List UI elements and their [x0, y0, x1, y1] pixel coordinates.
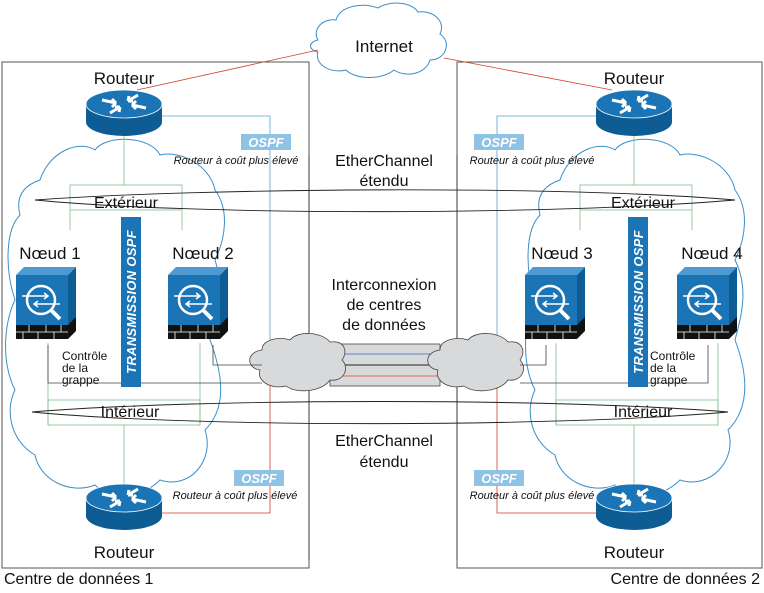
cluster-control-dc2-line1: Contrôle: [650, 349, 696, 363]
cluster-control-dc1-line1: Contrôle: [62, 349, 108, 363]
ospf-transmission-bar-dc2: [628, 217, 648, 387]
ospf-badge-dc2-top: [474, 134, 524, 150]
etherchannel-bottom-line2: étendu: [360, 454, 409, 471]
ospf-badge-dc2-bottom: [474, 470, 524, 486]
etherchannel-interior: [31, 401, 729, 425]
router-label-dc1-bottom: Routeur: [94, 543, 155, 562]
interior-label-dc1: Intérieur: [101, 404, 160, 421]
ospf-badge-text: OSPF: [248, 135, 284, 150]
router-dc1-top: [84, 88, 164, 138]
node-2-firewall: [166, 265, 230, 341]
ospf-badge-dc1-top: [241, 134, 291, 150]
interior-label-dc2: Intérieur: [614, 404, 673, 421]
interconnect-line3: de données: [342, 317, 426, 334]
router-label-dc2-bottom: Routeur: [604, 543, 665, 562]
interconnect-line2: de centres: [347, 297, 422, 314]
etherchannel-top-line2: étendu: [360, 173, 409, 190]
ospf-badge-text: OSPF: [481, 135, 517, 150]
router-dc2-top: [594, 88, 674, 138]
higher-cost-label: Routeur à coût plus élevé: [470, 490, 595, 502]
cluster-control-dc2-line2: de la: [650, 361, 676, 375]
cluster-cloud-dc1: [5, 138, 225, 497]
exterior-label-dc2: Extérieur: [611, 195, 676, 212]
gray-cloud-left: [249, 333, 346, 392]
internet-label: Internet: [355, 37, 413, 56]
router-label-dc1-top: Routeur: [94, 69, 155, 88]
transmission-ospf-label-dc2: TRANSMISSION OSPF: [631, 229, 646, 374]
node-1-label: Nœud 1: [19, 244, 80, 263]
ospf-badge-text: OSPF: [241, 471, 277, 486]
cluster-control-dc1-line2: de la: [62, 361, 88, 375]
cluster-control-dc1-line3: grappe: [62, 373, 100, 387]
node-4-label: Nœud 4: [681, 244, 742, 263]
interconnect-line1: Interconnexion: [332, 277, 437, 294]
transmission-ospf-label-dc1: TRANSMISSION OSPF: [124, 229, 139, 374]
node-2-label: Nœud 2: [172, 244, 233, 263]
router-label-dc2-top: Routeur: [604, 69, 665, 88]
datacenter-2-label: Centre de données 2: [611, 571, 761, 588]
node-3-firewall: [523, 265, 587, 341]
gray-cloud-right: [427, 333, 524, 392]
higher-cost-label: Routeur à coût plus élevé: [470, 155, 595, 167]
router-dc1-bottom: [84, 482, 164, 532]
etherchannel-top-line1: EtherChannel: [335, 153, 433, 170]
exterior-label-dc1: Extérieur: [94, 195, 159, 212]
node-1-firewall: [14, 265, 78, 341]
ospf-badge-dc1-bottom: [234, 470, 284, 486]
etherchannel-bottom-line1: EtherChannel: [335, 433, 433, 450]
router-dc2-bottom: [594, 482, 674, 532]
higher-cost-label: Routeur à coût plus élevé: [173, 490, 298, 502]
ospf-badge-text: OSPF: [481, 471, 517, 486]
internet-cloud: [310, 2, 447, 78]
etherchannel-exterior: [34, 189, 736, 213]
datacenter-1-label: Centre de données 1: [4, 571, 154, 588]
cluster-control-dc2-line3: grappe: [650, 373, 688, 387]
higher-cost-label: Routeur à coût plus élevé: [174, 155, 299, 167]
node-3-label: Nœud 3: [531, 244, 592, 263]
ospf-transmission-bar-dc1: [121, 217, 141, 387]
node-4-firewall: [675, 265, 739, 341]
